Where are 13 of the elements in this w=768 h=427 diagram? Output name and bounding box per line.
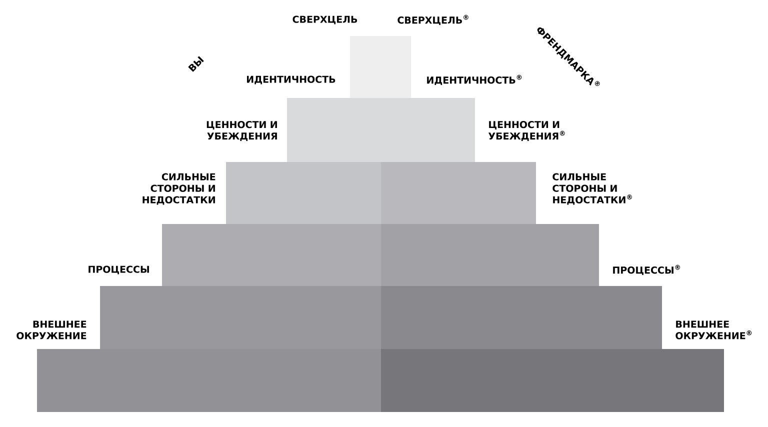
step-label: ПРОЦЕССЫ (88, 266, 149, 274)
step-label: СВЕРХЦЕЛЬ (292, 16, 358, 24)
step-label: ЦЕННОСТИ И УБЕЖДЕНИЯ$^{®}$ (488, 120, 565, 141)
step-label: СИЛЬНЫЕ СТОРОНЫ И НЕДОСТАТКИ (142, 173, 216, 205)
step-label: ВЫ (188, 56, 204, 72)
step-label: СИЛЬНЫЕ СТОРОНЫ И НЕДОСТАТКИ$^{®}$ (552, 173, 632, 205)
step-label: ВНЕШНЕЕ ОКРУЖЕНИЕ$^{®}$ (676, 320, 752, 340)
step-label: ИДЕНТИЧНОСТЬ$^{®}$ (427, 74, 522, 86)
step-label: ЦЕННОСТИ И УБЕЖДЕНИЯ (206, 120, 277, 141)
step-label: ПРОЦЕССЫ$^{®}$ (613, 264, 680, 276)
step-label: СВЕРХЦЕЛЬ$^{®}$ (398, 14, 468, 26)
step-label: ИДЕНТИЧНОСТЬ (247, 76, 336, 84)
step-label: ВНЕШНЕЕ ОКРУЖЕНИЕ (16, 320, 86, 340)
